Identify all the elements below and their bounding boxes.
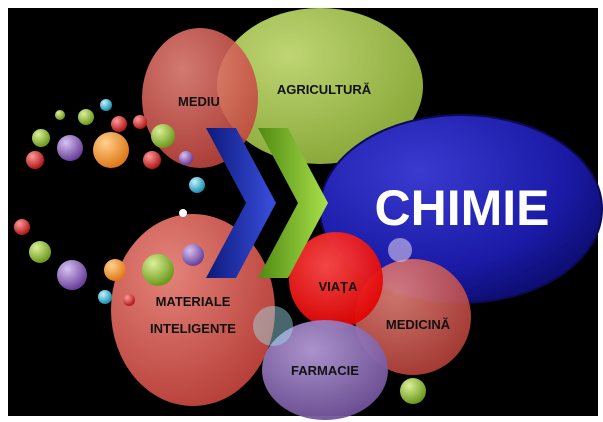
medicina-bubble	[355, 259, 471, 375]
small-green-bubble	[400, 378, 426, 404]
farmacie-label: FARMACIE	[291, 363, 359, 378]
medicina-label: MEDICINĂ	[386, 317, 451, 332]
lower-bubble-cluster	[14, 209, 204, 306]
viata-label: VIAȚA	[319, 279, 359, 294]
agricultura-bubble	[217, 8, 423, 164]
green-chevron-arrow	[258, 128, 328, 278]
small-cyan-bubble	[253, 306, 293, 346]
agricultura-label: AGRICULTURĂ	[277, 82, 372, 97]
blue-chevron-arrow	[206, 128, 276, 278]
materiale-label-line2: INTELIGENTE	[150, 321, 236, 336]
mediu-label: MEDIU	[178, 94, 220, 109]
chimie-label: CHIMIE	[375, 180, 550, 236]
small-lilac-bubble	[388, 238, 412, 262]
materiale-label-line1: MATERIALE	[156, 294, 231, 309]
upper-bubble-cluster	[26, 99, 205, 193]
farmacie-bubble	[262, 320, 388, 420]
viata-bubble	[289, 232, 383, 328]
